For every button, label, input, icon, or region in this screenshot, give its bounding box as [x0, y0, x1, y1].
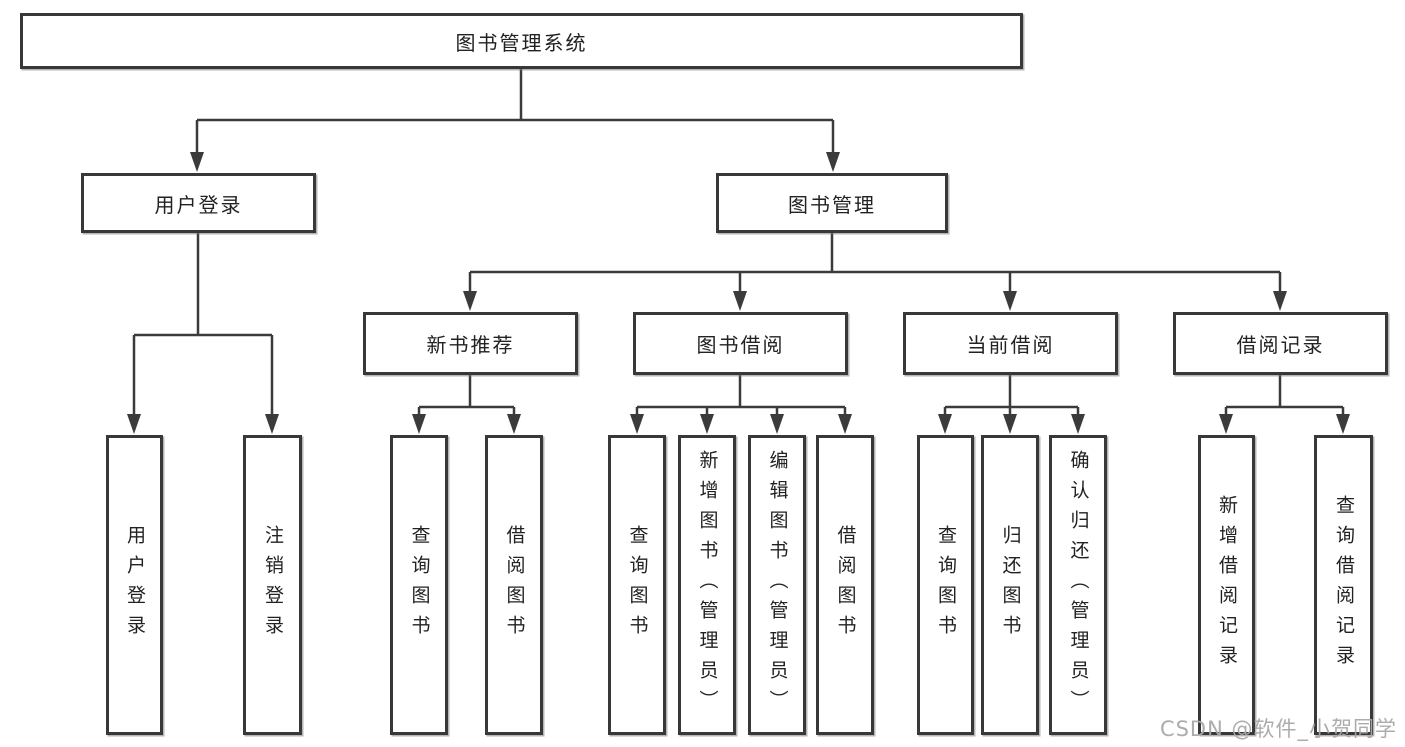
leaf-borrow-borrow-label: 借阅图书	[834, 525, 857, 645]
leaf-newbooks-borrow: 借阅图书	[485, 435, 543, 735]
wire-current-fork	[943, 375, 1080, 418]
node-borrow-records: 借阅记录	[1173, 312, 1388, 375]
leaf-borrow-borrow: 借阅图书	[816, 435, 874, 735]
leaf-current-return-label: 归还图书	[999, 525, 1022, 645]
wire-borrow-fork	[635, 375, 847, 418]
node-book-mgmt-label: 图书管理	[788, 192, 876, 217]
leaf-newbooks-borrow-label: 借阅图书	[503, 525, 526, 645]
wire-root-to-branches	[195, 68, 835, 156]
leaf-borrow-query: 查询图书	[608, 435, 666, 735]
leaf-current-confirm: 确认归还（管理员）	[1049, 435, 1107, 735]
leaf-borrow-query-label: 查询图书	[626, 525, 649, 645]
leaf-logout: 注销登录	[243, 435, 302, 735]
wire-book-mgmt-fork	[468, 233, 1282, 296]
node-user-login-label: 用户登录	[154, 192, 243, 217]
csdn-watermark: CSDN @软件_小贺同学	[1159, 717, 1397, 741]
arrowheads	[127, 152, 1350, 434]
leaf-current-query: 查询图书	[917, 435, 974, 735]
leaf-user-login: 用户登录	[106, 435, 163, 735]
leaf-current-confirm-label: 确认归还（管理员）	[1067, 450, 1090, 720]
wire-records-fork	[1224, 375, 1345, 418]
leaf-newbooks-query: 查询图书	[390, 435, 448, 735]
leaf-borrow-add: 新增图书（管理员）	[678, 435, 736, 735]
node-current-borrow-label: 当前借阅	[966, 333, 1055, 357]
node-book-mgmt: 图书管理	[716, 173, 948, 233]
node-borrow-records-label: 借阅记录	[1236, 333, 1325, 357]
wire-new-books-fork	[417, 375, 516, 418]
leaf-records-query: 查询借阅记录	[1314, 435, 1373, 735]
leaf-current-return: 归还图书	[981, 435, 1039, 735]
leaf-borrow-add-label: 新增图书（管理员）	[696, 450, 719, 720]
leaf-records-add: 新增借阅记录	[1198, 435, 1255, 735]
leaf-user-login-label: 用户登录	[124, 525, 146, 645]
leaf-records-add-label: 新增借阅记录	[1216, 495, 1238, 675]
wire-user-login-fork	[132, 233, 274, 418]
node-new-books-label: 新书推荐	[426, 333, 515, 357]
leaf-borrow-edit: 编辑图书（管理员）	[748, 435, 806, 735]
leaf-borrow-edit-label: 编辑图书（管理员）	[766, 450, 789, 720]
leaf-current-query-label: 查询图书	[935, 525, 957, 645]
node-user-login: 用户登录	[81, 173, 316, 233]
node-book-borrow: 图书借阅	[633, 312, 848, 375]
node-book-borrow-label: 图书借阅	[696, 333, 785, 357]
node-root: 图书管理系统	[20, 13, 1023, 69]
node-current-borrow: 当前借阅	[903, 312, 1118, 375]
leaf-records-query-label: 查询借阅记录	[1333, 495, 1355, 675]
leaf-newbooks-query-label: 查询图书	[408, 525, 431, 645]
node-root-label: 图书管理系统	[455, 30, 588, 55]
node-new-books: 新书推荐	[363, 312, 578, 375]
leaf-logout-label: 注销登录	[262, 525, 284, 645]
